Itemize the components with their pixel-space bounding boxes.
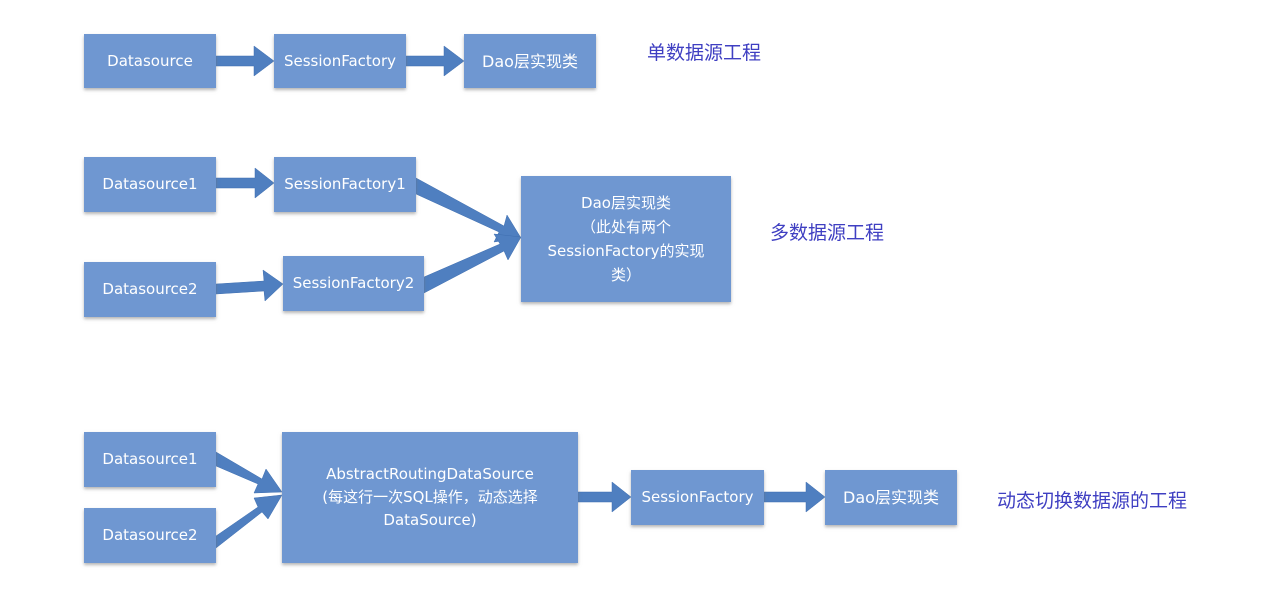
sessionfactory1-box: SessionFactory1 [274,157,416,212]
datasource1-box: Datasource1 [84,157,216,212]
dao-impl-multi-box: Dao层实现类 （此处有两个 SessionFactory的实现 类） [521,176,731,302]
dynamic-datasource-label: 动态切换数据源的工程 [997,490,1188,512]
arrow-datasource-to-sessionfactory [215,45,275,77]
sessionfactory2-box: SessionFactory2 [283,256,424,311]
datasource1-dynamic-box: Datasource1 [84,432,216,487]
arrow-datasource1-to-sessionfactory1 [215,167,275,199]
arrow-sessionfactory2-to-dao [423,233,522,294]
arrow-sessionfactory1-to-dao [415,177,522,243]
sessionfactory-box: SessionFactory [274,34,406,88]
dao-impl-box: Dao层实现类 [464,34,596,88]
abstract-routing-datasource-box: AbstractRoutingDataSource (每这行一次SQL操作，动态… [282,432,578,563]
arrow-datasource2-to-routing [215,494,283,549]
dao-impl-dynamic-box: Dao层实现类 [825,470,957,525]
multi-datasource-label: 多数据源工程 [770,222,885,244]
arrow-sessionfactory-to-dao-dynamic [763,481,826,513]
datasource-box: Datasource [84,34,216,88]
arrow-sessionfactory-to-dao [405,45,465,77]
arrow-datasource1-to-routing [215,451,283,494]
arrow-routing-to-sessionfactory [577,481,632,513]
datasource2-dynamic-box: Datasource2 [84,508,216,563]
arrow-datasource2-to-sessionfactory2 [215,269,284,302]
datasource2-box: Datasource2 [84,262,216,317]
sessionfactory-dynamic-box: SessionFactory [631,470,764,525]
single-datasource-label: 单数据源工程 [647,42,762,64]
